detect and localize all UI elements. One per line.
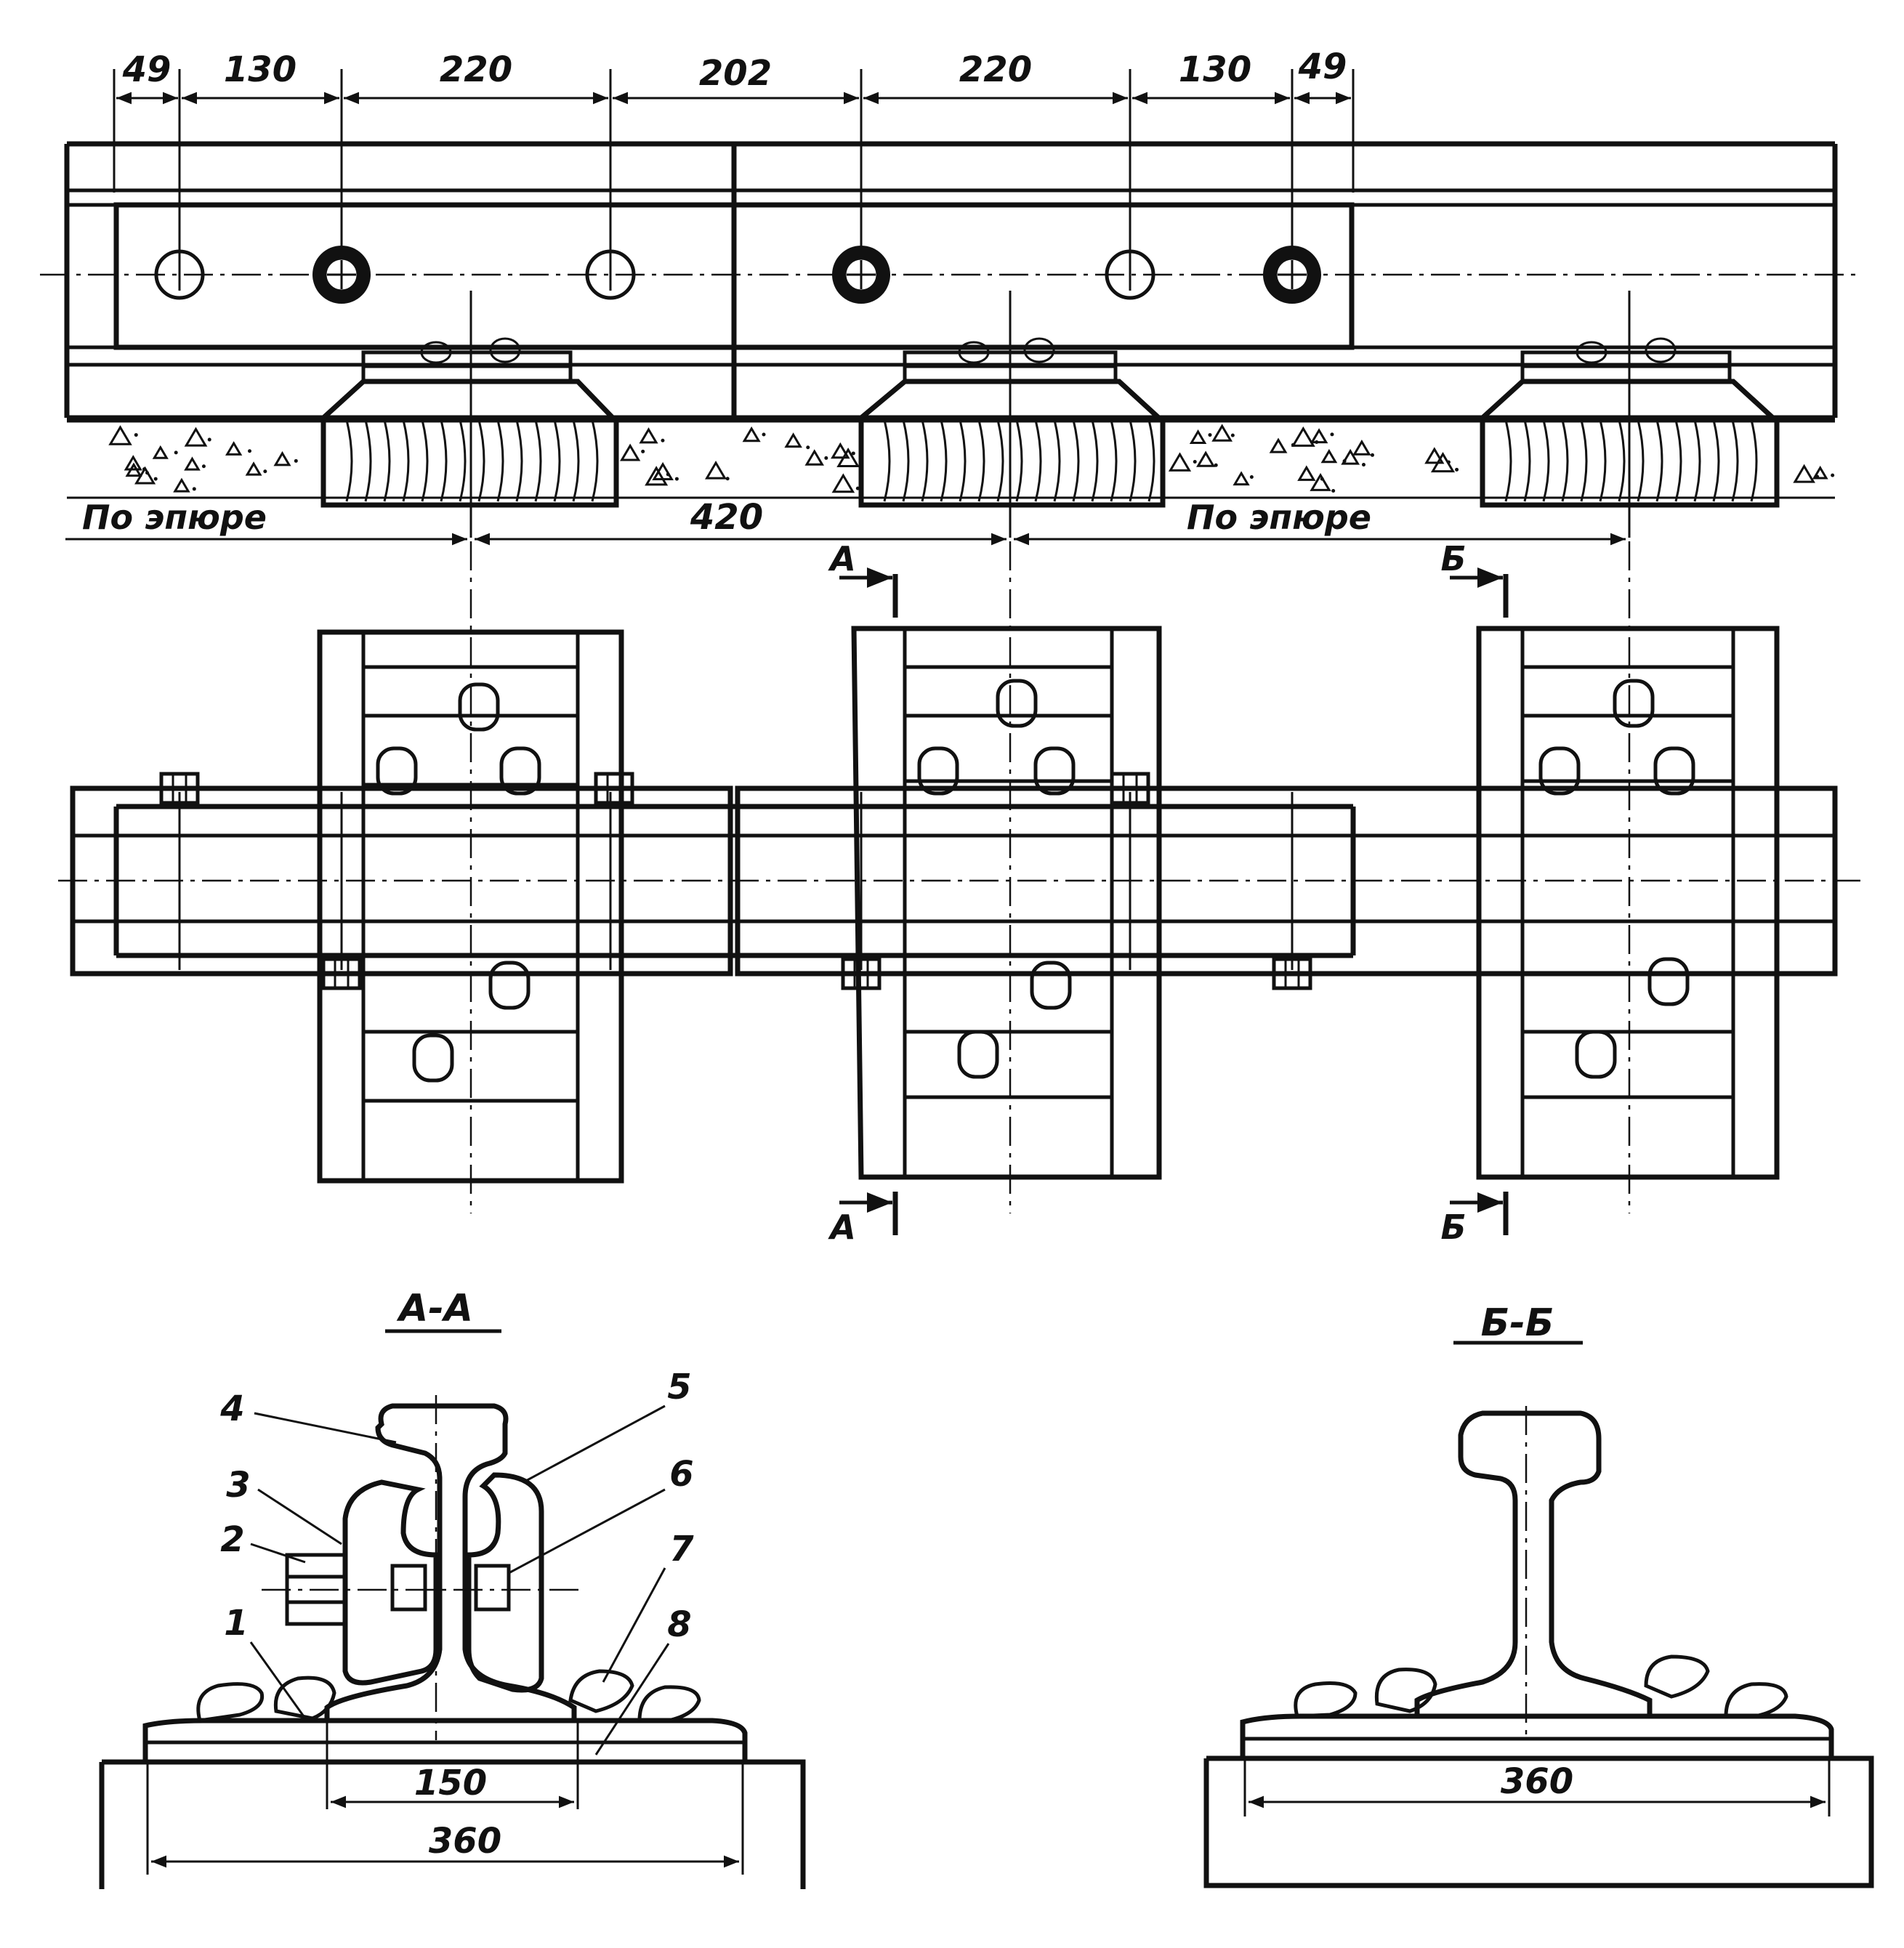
callouts: 1 2 3 4 5 6 7 8 bbox=[219, 1367, 694, 1755]
sleeper-end-right bbox=[1480, 379, 1780, 508]
wood-grain bbox=[345, 419, 1758, 502]
bolt-head-dark bbox=[832, 246, 890, 304]
elevation-view: 49 130 220 202 220 130 49 bbox=[40, 47, 1860, 546]
callout-7: 7 bbox=[669, 1529, 694, 1569]
dim-label-220-right: 220 bbox=[959, 49, 1032, 90]
ballast bbox=[67, 420, 1835, 499]
section-letter-b-bottom: Б bbox=[1440, 1208, 1466, 1247]
sleeper-section-bb bbox=[1203, 1755, 1874, 1888]
plan-view: А А Б Б bbox=[58, 539, 1860, 1247]
sleepers-side bbox=[320, 379, 1780, 508]
rail-plan bbox=[58, 785, 1860, 977]
nut bbox=[841, 957, 882, 990]
bolt-nuts-plan bbox=[159, 772, 1312, 990]
bolt-head-dark bbox=[1263, 246, 1321, 304]
dim-aa-360: 360 bbox=[429, 1821, 501, 1862]
dimension-extension-lines bbox=[113, 69, 1355, 291]
callout-4: 4 bbox=[219, 1389, 244, 1429]
callout-1: 1 bbox=[224, 1603, 248, 1644]
callout-8: 8 bbox=[667, 1604, 691, 1645]
nut bbox=[1272, 957, 1312, 990]
callout-2: 2 bbox=[220, 1519, 244, 1560]
rail-profile-aa bbox=[324, 1403, 577, 1723]
sleeper-plan-left bbox=[317, 629, 624, 1184]
bolt-holes bbox=[154, 246, 1321, 304]
dim-label-49-right: 49 bbox=[1298, 47, 1347, 87]
bolt-hole-open bbox=[1105, 249, 1155, 300]
sleeper-section-aa bbox=[99, 1759, 806, 1889]
plate-spikes bbox=[376, 679, 1695, 1083]
sleeper-end-left bbox=[320, 379, 619, 508]
joint-bolt-aa bbox=[262, 1553, 581, 1626]
dim-label-130-right: 130 bbox=[1179, 49, 1251, 90]
section-letter-b-top: Б bbox=[1440, 539, 1466, 578]
dim-label-220-left: 220 bbox=[440, 49, 512, 90]
nut bbox=[1110, 772, 1150, 805]
section-letter-a-top: А bbox=[828, 539, 856, 578]
dim-label-130-left: 130 bbox=[224, 49, 297, 90]
sleeper-plan-middle bbox=[851, 626, 1162, 1180]
section-a-a: А-А bbox=[99, 1287, 806, 1889]
rail-clips-aa bbox=[196, 1669, 701, 1723]
bolt-hole-open bbox=[154, 249, 205, 300]
bolt-hole-open bbox=[585, 249, 636, 300]
joint-bar-left bbox=[342, 1479, 439, 1686]
joint-bar-right bbox=[466, 1472, 544, 1693]
bolt-head-dark bbox=[312, 246, 371, 304]
spacing-label-left: По эпюре bbox=[82, 498, 267, 537]
rail-profile-bb bbox=[1414, 1410, 1653, 1719]
callout-6: 6 bbox=[669, 1454, 693, 1495]
spacing-label-420: 420 bbox=[690, 497, 763, 538]
callout-3: 3 bbox=[226, 1465, 250, 1506]
nut bbox=[594, 772, 634, 805]
top-dimension-chain: 49 130 220 202 220 130 49 bbox=[116, 47, 1351, 105]
callout-5: 5 bbox=[667, 1367, 691, 1407]
spacing-label-right: По эпюре bbox=[1187, 498, 1371, 537]
section-marker-b: Б Б bbox=[1440, 539, 1509, 1247]
sleeper-spacing-dimension: По эпюре 420 По эпюре bbox=[65, 291, 1631, 546]
sleepers-plan bbox=[317, 626, 1780, 1184]
sleeper-end-middle bbox=[858, 379, 1166, 508]
sleeper-plan-right bbox=[1476, 626, 1780, 1180]
dim-aa-150: 150 bbox=[414, 1763, 487, 1803]
section-marker-a: А А bbox=[828, 539, 898, 1247]
section-title-aa: А-А bbox=[396, 1287, 473, 1330]
section-letter-a-bottom: А bbox=[828, 1208, 856, 1247]
rail-clips-bb bbox=[1294, 1654, 1788, 1718]
section-title-bb: Б-Б bbox=[1481, 1301, 1554, 1345]
joint-bar-side bbox=[113, 202, 1355, 350]
section-b-b: Б-Б 360 bbox=[1203, 1301, 1874, 1888]
nut bbox=[159, 772, 200, 805]
dim-bb-360: 360 bbox=[1501, 1761, 1573, 1802]
nut bbox=[321, 957, 362, 990]
dim-label-202: 202 bbox=[699, 53, 772, 94]
dim-label-49-left: 49 bbox=[122, 49, 172, 90]
